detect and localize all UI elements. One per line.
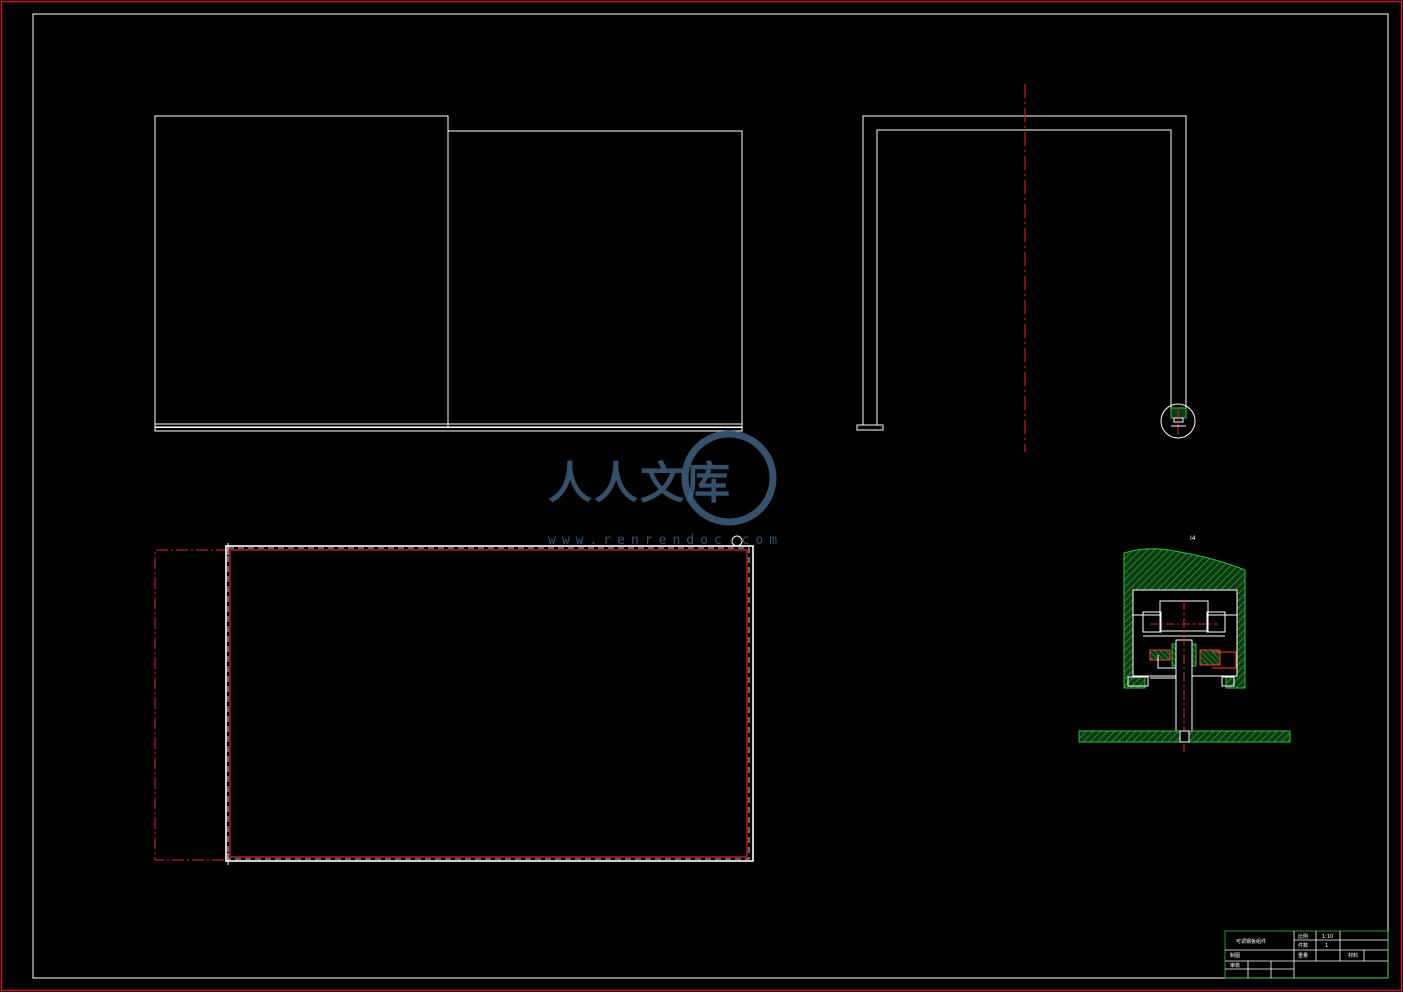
front-view-right-panel (447, 130, 743, 428)
title-block (1224, 930, 1389, 979)
watermark-logo-ring (681, 430, 777, 526)
title-block-scale-label: 比例 (1298, 933, 1308, 940)
title-block-part-name: 可调钢板组件 (1236, 938, 1266, 945)
title-block-qty-label: 件数 (1298, 942, 1308, 949)
side-view-frame-inner (876, 129, 1172, 425)
watermark: 人人文库 www.renrendoc.com (548, 430, 783, 548)
front-view (154, 115, 743, 432)
section-detail-view: I4 (1078, 535, 1291, 752)
title-block-drawn-label: 制图 (1230, 952, 1240, 959)
title-block-scale-value: 1:10 (1322, 934, 1333, 940)
top-view-plate-inner (229, 549, 748, 858)
watermark-text: 人人文库 (548, 458, 732, 509)
watermark-url: www.renrendoc.com (548, 533, 783, 548)
detail-callout-circle (1160, 403, 1196, 439)
sheet-inner-border (32, 13, 1389, 979)
top-view-hole-marker (731, 535, 743, 547)
top-view-phantom-outline (154, 549, 228, 861)
title-block-qty-value: 1 (1325, 943, 1328, 949)
title-block-material-label: 材料 (1348, 952, 1358, 959)
top-view-plate-outer (225, 545, 754, 862)
front-view-left-panel (154, 115, 449, 428)
side-view-foot (856, 424, 884, 431)
side-view (856, 84, 1196, 452)
title-block-weight-label: 重量 (1298, 952, 1308, 959)
top-view (154, 535, 754, 865)
title-block-text: 可调钢板组件 比例 1:10 件数 1 制图 审核 重量 材料 (1230, 933, 1358, 969)
detail-view-label: I4 (1190, 535, 1196, 542)
title-block-checked-label: 审核 (1230, 962, 1240, 969)
